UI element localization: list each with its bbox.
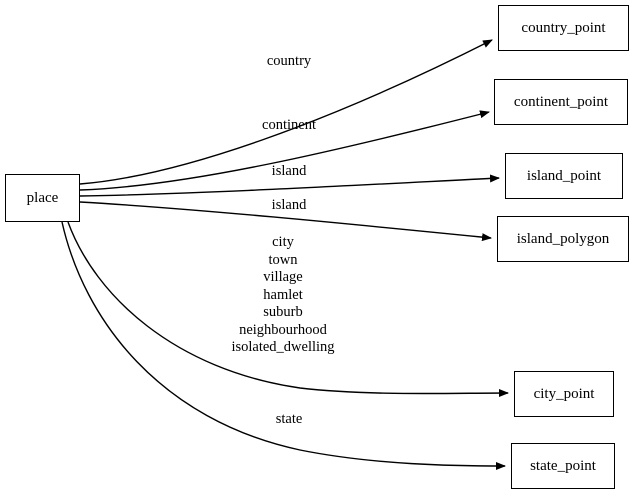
graph-node-state_point[interactable]: state_point [511,443,615,489]
graph-node-island_polygon[interactable]: island_polygon [497,216,629,262]
graph-node-country_point[interactable]: country_point [498,5,629,51]
edge-label-state: state [275,411,303,427]
edge-label-island-point: island [271,163,307,179]
edge-label-line: hamlet [263,286,303,303]
graph-node-label: continent_point [513,93,609,110]
edge-label-country: country [266,53,312,69]
graph-node-label: island_polygon [516,230,610,247]
graph-edge [79,201,492,242]
graph-node-place[interactable]: place [5,174,80,222]
graph-edge [79,174,500,197]
edge-label-line: city [272,234,294,250]
edge-paths [61,39,509,470]
graph-node-city_point[interactable]: city_point [514,371,614,417]
edge-label-line: village [263,269,303,286]
edge-label-line: isolated_dwelling [231,339,335,356]
edge-label-continent: continent [262,117,316,133]
graph-edge [67,221,509,398]
graph-node-label: city_point [533,385,595,402]
edge-label-line: suburb [263,304,303,321]
graph-node-label: island_point [526,167,602,184]
graph-node-continent_point[interactable]: continent_point [494,79,628,125]
graph-node-label: state_point [530,457,596,474]
graph-node-label: place [26,189,59,206]
graph-node-label: country_point [521,19,606,36]
edge-label-island-polygon: island [271,197,307,213]
edge-label-line: town [268,251,298,268]
graph-edge [61,221,506,470]
graph-edge [79,39,493,185]
graph-node-island_point[interactable]: island_point [505,153,623,199]
graph-edge [79,110,490,191]
edge-label-line: neighbourhood [239,321,327,338]
